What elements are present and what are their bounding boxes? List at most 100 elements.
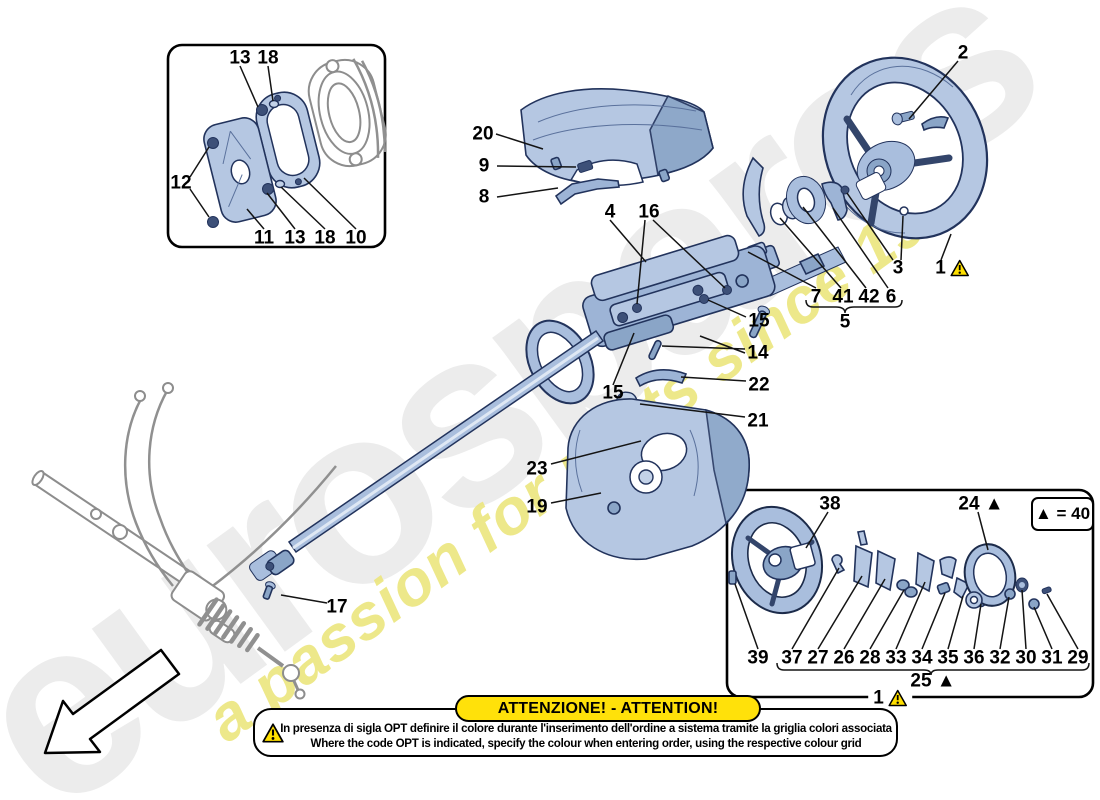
- gasket-drawing: [255, 91, 321, 189]
- joint-bolt-drawing: [262, 581, 276, 600]
- callout-23: 23: [526, 460, 547, 479]
- callout-label: 33: [885, 647, 907, 669]
- callout-2: 2: [958, 44, 969, 63]
- callout-label: 1: [935, 257, 946, 279]
- callout-5: 5: [840, 313, 851, 332]
- callout-35: 35: [937, 649, 958, 668]
- wheel-trim-parts-drawing: [831, 530, 1052, 610]
- callout-label: 31: [1041, 647, 1063, 669]
- callout-42: 42: [858, 288, 879, 307]
- attention-text: In presenza di sigla OPT definire il col…: [280, 722, 892, 751]
- callout-label: 22: [748, 374, 770, 396]
- callout-label: 10: [345, 227, 367, 249]
- cover-plate-drawing: [203, 99, 286, 228]
- column-housing-port-drawing: [307, 58, 387, 168]
- callout-6: 6: [886, 288, 897, 307]
- callout-label: 20: [472, 123, 494, 145]
- callout-16: 16: [638, 203, 659, 222]
- leader-lines: [189, 60, 1079, 650]
- callout-18: 18: [257, 49, 278, 68]
- callout-21: 21: [747, 412, 768, 431]
- warning-triangle-icon: [262, 723, 284, 743]
- callout-label: 13: [229, 47, 251, 69]
- callout-label: 35: [937, 647, 959, 669]
- callout-label: 39: [747, 647, 769, 669]
- wheel-screw-drawing: [891, 110, 915, 126]
- callout-label: 9: [478, 155, 490, 177]
- callout-label: 23: [526, 458, 548, 480]
- callout-8: 8: [479, 188, 490, 207]
- callout-label: 38: [819, 493, 841, 515]
- callout-31: 31: [1041, 649, 1062, 668]
- callout-32: 32: [989, 649, 1010, 668]
- callout-25-▲: 25 ▲: [910, 672, 955, 691]
- callout-19: 19: [526, 498, 547, 517]
- support-strap-drawing: [634, 369, 688, 388]
- callout-14: 14: [747, 344, 768, 363]
- callout-22: 22: [748, 376, 769, 395]
- callout-33: 33: [885, 649, 906, 668]
- callout-label: 13: [284, 227, 306, 249]
- callout-38: 38: [819, 495, 840, 514]
- callout-12: 12: [170, 174, 191, 193]
- callout-4: 4: [605, 203, 616, 222]
- attention-title: ATTENZIONE! - ATTENTION!: [455, 695, 761, 722]
- callout-label: 25 ▲: [910, 670, 956, 692]
- callout-label: 17: [326, 596, 348, 618]
- callout-label: 30: [1015, 647, 1037, 669]
- callout-label: 18: [257, 47, 279, 69]
- callout-label: 32: [989, 647, 1011, 669]
- callout-30: 30: [1015, 649, 1036, 668]
- callout-11: 11: [254, 229, 274, 248]
- callout-label: 36: [963, 647, 985, 669]
- callout-label: 6: [885, 286, 897, 308]
- callout-13: 13: [229, 49, 250, 68]
- callout-18: 18: [314, 229, 335, 248]
- attention-line-english: Where the code OPT is indicated, specify…: [310, 736, 862, 750]
- triangle-legend-label: ▲ = 40: [1034, 504, 1091, 523]
- group-brace-25: [776, 662, 1090, 676]
- callout-24-▲: 24 ▲: [958, 495, 1003, 514]
- callout-label: 41: [832, 286, 854, 308]
- callout-label: 16: [638, 201, 660, 223]
- callout-29: 29: [1067, 649, 1088, 668]
- callout-41: 41: [832, 288, 853, 307]
- callout-label: 7: [810, 286, 822, 308]
- callout-label: 2: [957, 42, 969, 64]
- inset-steering-wheel-drawing: [728, 505, 824, 615]
- cover-clip-drawing: [577, 160, 594, 173]
- callout-10: 10: [345, 229, 366, 248]
- callout-28: 28: [859, 649, 880, 668]
- callout-label: 3: [892, 257, 904, 279]
- cover-bracket-drawing: [554, 178, 620, 206]
- callout-label: 15: [748, 310, 770, 332]
- callout-39: 39: [747, 649, 768, 668]
- callout-34: 34: [911, 649, 932, 668]
- callout-label: 18: [314, 227, 336, 249]
- callout-label: 12: [170, 172, 192, 194]
- callout-label: 1: [873, 687, 884, 709]
- callout-13: 13: [284, 229, 305, 248]
- callout-label: 26: [833, 647, 855, 669]
- callout-26: 26: [833, 649, 854, 668]
- callout-label: 14: [747, 342, 769, 364]
- steering-rack-drawing: [31, 382, 337, 700]
- callout-label: 27: [807, 647, 829, 669]
- callout-label: 34: [911, 647, 933, 669]
- callout-17: 17: [326, 598, 347, 617]
- callout-label: 24 ▲: [958, 493, 1004, 515]
- lower-column-cover-drawing: [565, 398, 750, 561]
- callout-1: 1: [935, 259, 969, 278]
- callout-9: 9: [479, 157, 490, 176]
- callout-20: 20: [472, 125, 493, 144]
- triangle-legend-box: ▲ = 40: [1031, 497, 1094, 531]
- callout-15: 15: [748, 312, 769, 331]
- callout-label: 15: [602, 382, 624, 404]
- callout-label: 8: [478, 186, 490, 208]
- callout-label: 11: [253, 227, 275, 249]
- callout-3: 3: [893, 259, 904, 278]
- warning-triangle-icon: [888, 689, 907, 707]
- callout-15: 15: [602, 384, 623, 403]
